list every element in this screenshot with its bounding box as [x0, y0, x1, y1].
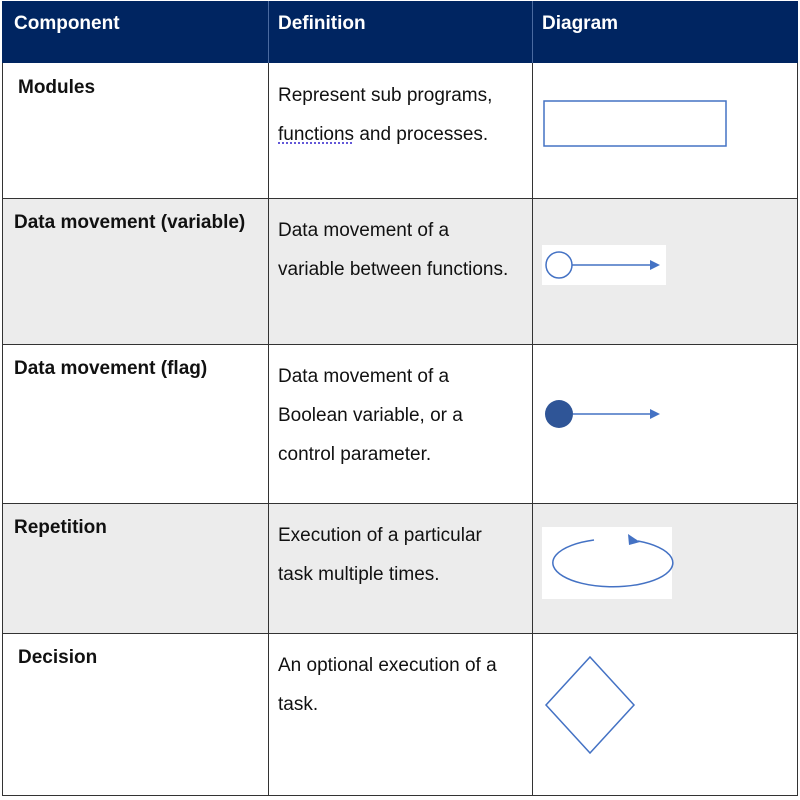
definition-text: Represent sub programs, functions and pr… [268, 63, 532, 198]
definition-line: Boolean variable, or a [278, 405, 463, 426]
filled-circle-arrow-icon [545, 400, 660, 428]
diamond-decision-icon [544, 655, 636, 755]
component-name: Data movement (variable) [14, 212, 246, 233]
component-name: Data movement (flag) [14, 358, 208, 379]
table-border-left [2, 63, 3, 796]
definition-line: Data movement of a [278, 220, 450, 241]
header-definition: Definition [278, 13, 366, 34]
table-row: Repetition Execution of a particular tas… [2, 503, 798, 633]
table-border-right [797, 63, 798, 796]
table-row: Data movement (variable) Data movement o… [2, 198, 798, 344]
row-divider [2, 633, 798, 634]
spellcheck-word: functions [278, 124, 355, 145]
table-row: Decision An optional execution of a task… [2, 633, 798, 796]
definition-text: Data movement of a variable between func… [268, 198, 532, 344]
header-diagram: Diagram [542, 13, 619, 34]
diagram-cell [532, 198, 798, 344]
column-divider [268, 63, 269, 796]
table-row: Data movement (flag) Data movement of a … [2, 344, 798, 503]
header-component: Component [14, 13, 120, 34]
header-divider [532, 1, 533, 63]
definition-line: Execution of a particular [278, 525, 482, 546]
component-name: Repetition [14, 517, 107, 538]
header-divider [268, 1, 269, 63]
diagram-cell [532, 63, 798, 198]
definition-line: functions and processes. [278, 115, 532, 154]
definition-line: An optional execution of a [278, 655, 497, 676]
table-border-bottom [2, 795, 798, 796]
table-row: Modules Represent sub programs, function… [2, 63, 798, 198]
definition-line: Represent sub programs, [278, 85, 493, 106]
diagram-cell [532, 633, 798, 796]
open-circle-arrow-icon [542, 245, 666, 285]
diagram-cell [532, 344, 798, 503]
component-name: Decision [18, 647, 98, 668]
row-divider [2, 503, 798, 504]
definition-text: Execution of a particular task multiple … [268, 503, 532, 633]
definition-line: Data movement of a [278, 366, 450, 387]
definition-line: control parameter. [278, 444, 432, 465]
table-header: Component Definition Diagram [2, 1, 798, 63]
definition-line: task multiple times. [278, 564, 440, 585]
loop-arrow-icon [542, 527, 674, 599]
row-divider [2, 198, 798, 199]
definition-line-rest: and processes. [354, 124, 489, 145]
rectangle-module-icon [543, 100, 727, 147]
row-divider [2, 344, 798, 345]
definition-line: variable between functions. [278, 259, 509, 280]
definition-text: Data movement of a Boolean variable, or … [268, 344, 532, 503]
definition-line: task. [278, 694, 319, 715]
column-divider [532, 63, 533, 796]
component-name: Modules [18, 77, 96, 98]
diagram-cell [532, 503, 798, 633]
definition-text: An optional execution of a task. [268, 633, 532, 796]
